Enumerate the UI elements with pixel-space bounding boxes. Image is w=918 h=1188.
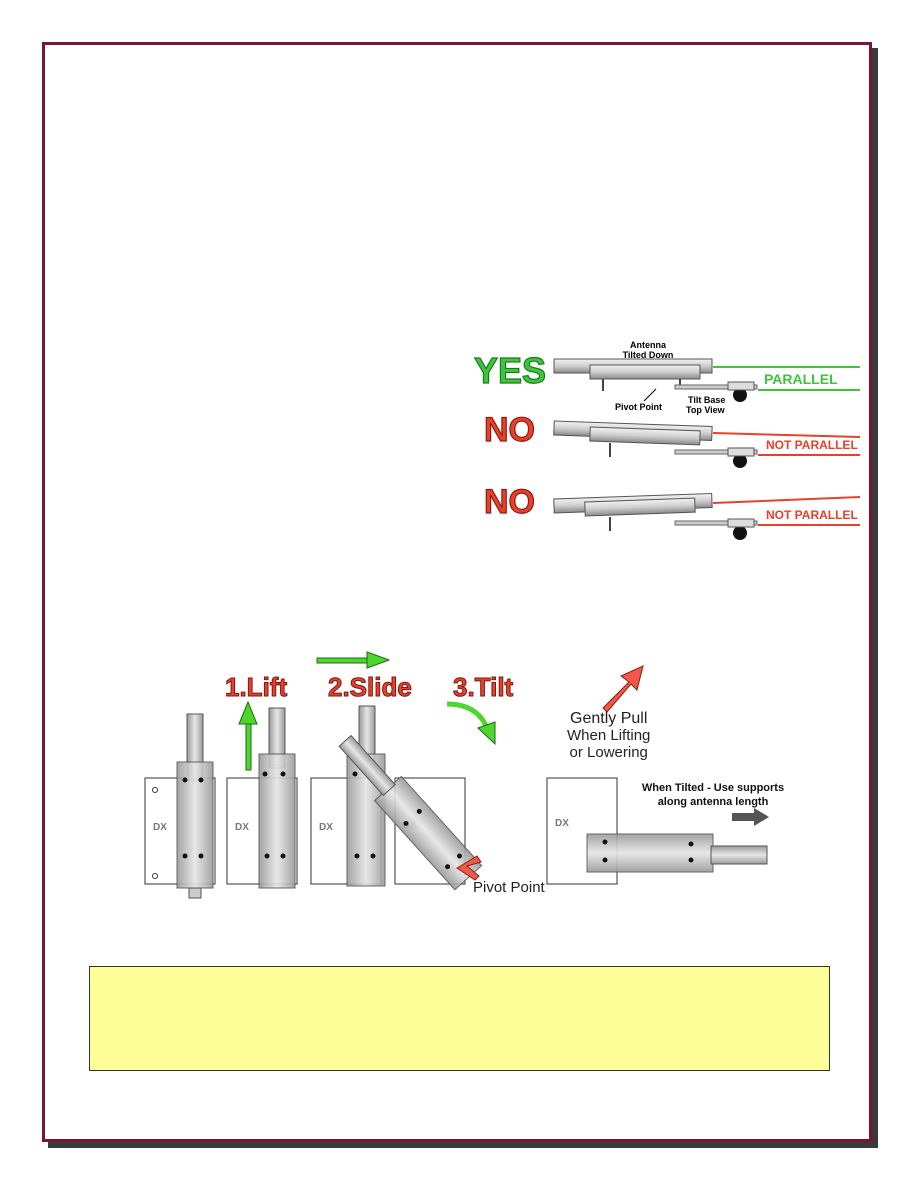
mount-plate-4: DX xyxy=(338,734,483,891)
row-no-2: NO NOT PARALLEL xyxy=(483,482,861,540)
pull-arrow-icon xyxy=(602,665,644,713)
mount-plate-2: DX xyxy=(226,707,298,889)
row-yes: YES PARALLEL Pivot Point Tilt Base Top V… xyxy=(473,349,860,415)
step-slide: 2.Slide xyxy=(328,672,412,702)
mount-plate-3: DX xyxy=(310,705,386,887)
step-tilt: 3.Tilt xyxy=(453,672,514,702)
not-parallel-label-1: NOT PARALLEL xyxy=(766,438,858,452)
pivot-arrow-icon xyxy=(456,855,482,881)
parallel-diagram: Antenna Tilted Down YES PARALLEL Pivot P… xyxy=(473,340,861,540)
lift-slide-tilt-diagram: 1.Lift 2.Slide 3.Tilt DX DX D xyxy=(144,651,769,899)
gently-pull-line-2: When Lifting xyxy=(567,727,651,744)
support-arrow-icon xyxy=(732,808,769,826)
lift-arrow-icon xyxy=(238,700,258,771)
slide-arrow-icon xyxy=(316,651,391,669)
svg-text:DX: DX xyxy=(319,822,333,833)
antenna-label-2: Tilted Down xyxy=(623,350,674,360)
tilt-base-label-2: Top View xyxy=(686,405,726,415)
tilt-base-label: Tilt Base xyxy=(688,395,725,405)
parallel-label: PARALLEL xyxy=(764,371,838,387)
gently-pull-line-3: or Lowering xyxy=(569,744,648,761)
highlighted-note-box xyxy=(89,966,830,1071)
gently-pull-note: Gently Pull When Lifting or Lowering xyxy=(567,710,650,761)
verdict-no-2: NO xyxy=(484,483,535,521)
verdict-no-1: NO xyxy=(484,411,535,449)
tilted-note-line-1: When Tilted - Use supports xyxy=(641,782,785,794)
pivot-point-label: Pivot Point xyxy=(615,402,662,412)
page-border xyxy=(42,42,872,1142)
svg-text:DX: DX xyxy=(153,822,167,833)
verdict-yes: YES xyxy=(474,350,546,391)
pivot-point-label: Pivot Point xyxy=(473,879,546,896)
tilted-note-line-2: along antenna length xyxy=(657,796,769,808)
row-no-1: NO NOT PARALLEL xyxy=(483,410,861,468)
svg-text:DX: DX xyxy=(235,822,249,833)
not-parallel-label-2: NOT PARALLEL xyxy=(766,508,858,522)
step-lift: 1.Lift xyxy=(225,672,287,702)
svg-text:DX: DX xyxy=(555,818,569,829)
antenna-label: Antenna xyxy=(630,340,667,350)
gently-pull-line-1: Gently Pull xyxy=(570,710,648,727)
mount-plate-1: DX xyxy=(144,713,216,899)
tilt-arrow-icon xyxy=(446,701,496,746)
mount-plate-5: DX xyxy=(546,777,768,885)
tilted-support-note: When Tilted - Use supports along antenna… xyxy=(628,781,798,809)
